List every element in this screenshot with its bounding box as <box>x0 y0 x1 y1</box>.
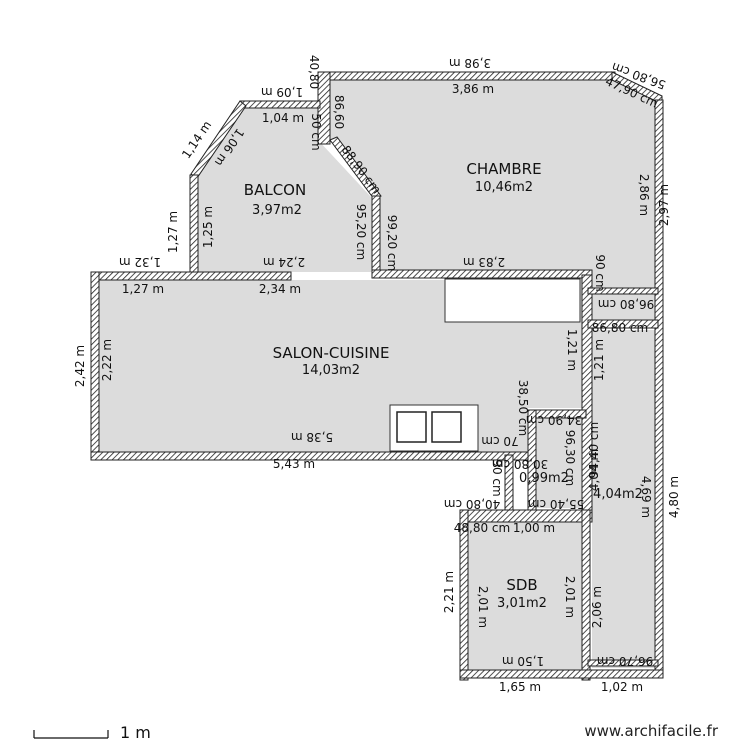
dimension-label: 2,86 m <box>637 174 651 216</box>
fixtures-layer <box>389 278 581 452</box>
dimension-label: 2,42 m <box>73 345 87 387</box>
dimension-label: 2,21 m <box>442 571 456 613</box>
room-name-chambre: CHAMBRE <box>466 160 541 178</box>
wall <box>90 271 100 461</box>
scale-bar: 1 m <box>33 723 151 742</box>
dimension-label: 40,80 cm <box>444 497 500 511</box>
sink-basin-right <box>431 411 462 443</box>
wall <box>239 100 321 109</box>
dimension-label: 4,80 m <box>667 476 681 518</box>
dimension-label: 2,22 m <box>100 339 114 381</box>
dimension-label: 3,98 m <box>449 56 491 70</box>
dimension-label: 50 cm <box>309 113 323 150</box>
dimension-label: 96,30 cm <box>563 430 577 486</box>
dimension-label: 2,83 m <box>463 255 505 269</box>
floor-sdb <box>468 522 582 670</box>
floor-right-corridor <box>592 330 655 668</box>
wall <box>371 195 381 273</box>
wall <box>189 174 199 276</box>
dimension-label: 2,06 m <box>590 586 604 628</box>
dimension-label: 48,80 cm <box>454 521 510 535</box>
dimension-label: 2,24 m <box>263 255 305 269</box>
dimension-label: 1,27 m <box>122 282 164 296</box>
dimension-label: 96,70 cm <box>597 654 653 668</box>
dimension-label: 1,02 m <box>601 680 643 694</box>
dimension-label: 1,27 m <box>166 211 180 253</box>
room-area-sdb: 3,01m2 <box>497 596 547 611</box>
wall <box>371 269 593 279</box>
dimension-label: 3,86 m <box>452 82 494 96</box>
sink-basin-left <box>396 411 427 443</box>
dimension-label: 1,25 m <box>201 206 215 248</box>
dimension-label: 34,90 cm <box>526 413 582 427</box>
wall <box>329 136 382 200</box>
dimension-label: 1,21 m <box>565 329 579 371</box>
dimension-label: 96,80 cm <box>598 297 654 311</box>
dimension-label: 5,38 m <box>291 430 333 444</box>
wall <box>459 669 664 679</box>
dimension-label: 1,04 m <box>262 111 304 125</box>
floor-chambre <box>318 80 655 320</box>
dimension-label: 5,43 m <box>273 457 315 471</box>
dimension-label: 99,20 cm <box>385 215 399 271</box>
wall <box>581 509 591 681</box>
dimension-label: 90 cm <box>490 459 504 496</box>
room-area-wc: 0,99m2 <box>519 471 569 486</box>
walls-layer <box>90 71 664 681</box>
wall <box>459 509 469 681</box>
dimension-label: 70 cm <box>481 434 518 448</box>
dimension-labels: 3,98 m 3,86 m 56,80 cm 47,90 cm 1,09 m 1… <box>73 55 681 694</box>
watermark-text[interactable]: www.archifacile.fr <box>584 722 718 740</box>
wall <box>587 319 659 329</box>
dimension-label: 40,80 <box>307 55 321 89</box>
room-name-salon-cuisine: SALON-CUISINE <box>273 344 390 362</box>
dimension-label: 1,00 m <box>513 521 555 535</box>
room-area-chambre: 10,46m2 <box>475 180 533 195</box>
wall <box>317 71 616 81</box>
floor-balcon <box>198 108 372 272</box>
dimension-label: 55,40 cm <box>528 497 584 511</box>
dimension-label: 38,50 cm <box>516 380 530 436</box>
dimension-label: 1,32 m <box>119 255 161 269</box>
wall <box>587 659 659 667</box>
dimension-label: 90 cm <box>593 254 607 291</box>
dimension-label: 1,65 m <box>499 680 541 694</box>
dimension-label: 94,40 cm <box>587 422 601 478</box>
dimension-label: 2,01 m <box>563 576 577 618</box>
dimension-label: 1,21 m <box>592 339 606 381</box>
dimension-label: 2,97 m <box>657 184 671 226</box>
dimension-label: 1,50 m <box>502 654 544 668</box>
dimension-label: 4,69 m <box>639 476 653 518</box>
floor-wc <box>536 418 584 508</box>
dimension-label: 2,01 m <box>476 586 490 628</box>
room-name-sdb: SDB <box>506 576 537 594</box>
scale-bar-label: 1 m <box>120 723 151 742</box>
wall <box>587 287 659 295</box>
wall <box>90 271 292 281</box>
dimension-label: 95,20 cm <box>354 204 368 260</box>
dimension-label: 4,04 m <box>587 449 601 491</box>
dimension-label: 2,34 m <box>259 282 301 296</box>
kitchen-counter <box>444 278 581 323</box>
dimension-label: 86,80 cm <box>592 321 648 335</box>
dimension-label: 86,60 <box>332 95 346 129</box>
room-area-balcon: 3,97m2 <box>252 203 302 218</box>
room-area-salon-cuisine: 14,03m2 <box>302 363 360 378</box>
dimension-label: 1,09 m <box>261 85 303 99</box>
room-labels: BALCON 3,97m2 CHAMBRE 10,46m2 SALON-CUIS… <box>244 160 643 611</box>
room-name-balcon: BALCON <box>244 181 306 199</box>
dimension-label: 30,80 cm <box>492 457 548 471</box>
room-area-right: 4,04m2 <box>593 487 643 502</box>
